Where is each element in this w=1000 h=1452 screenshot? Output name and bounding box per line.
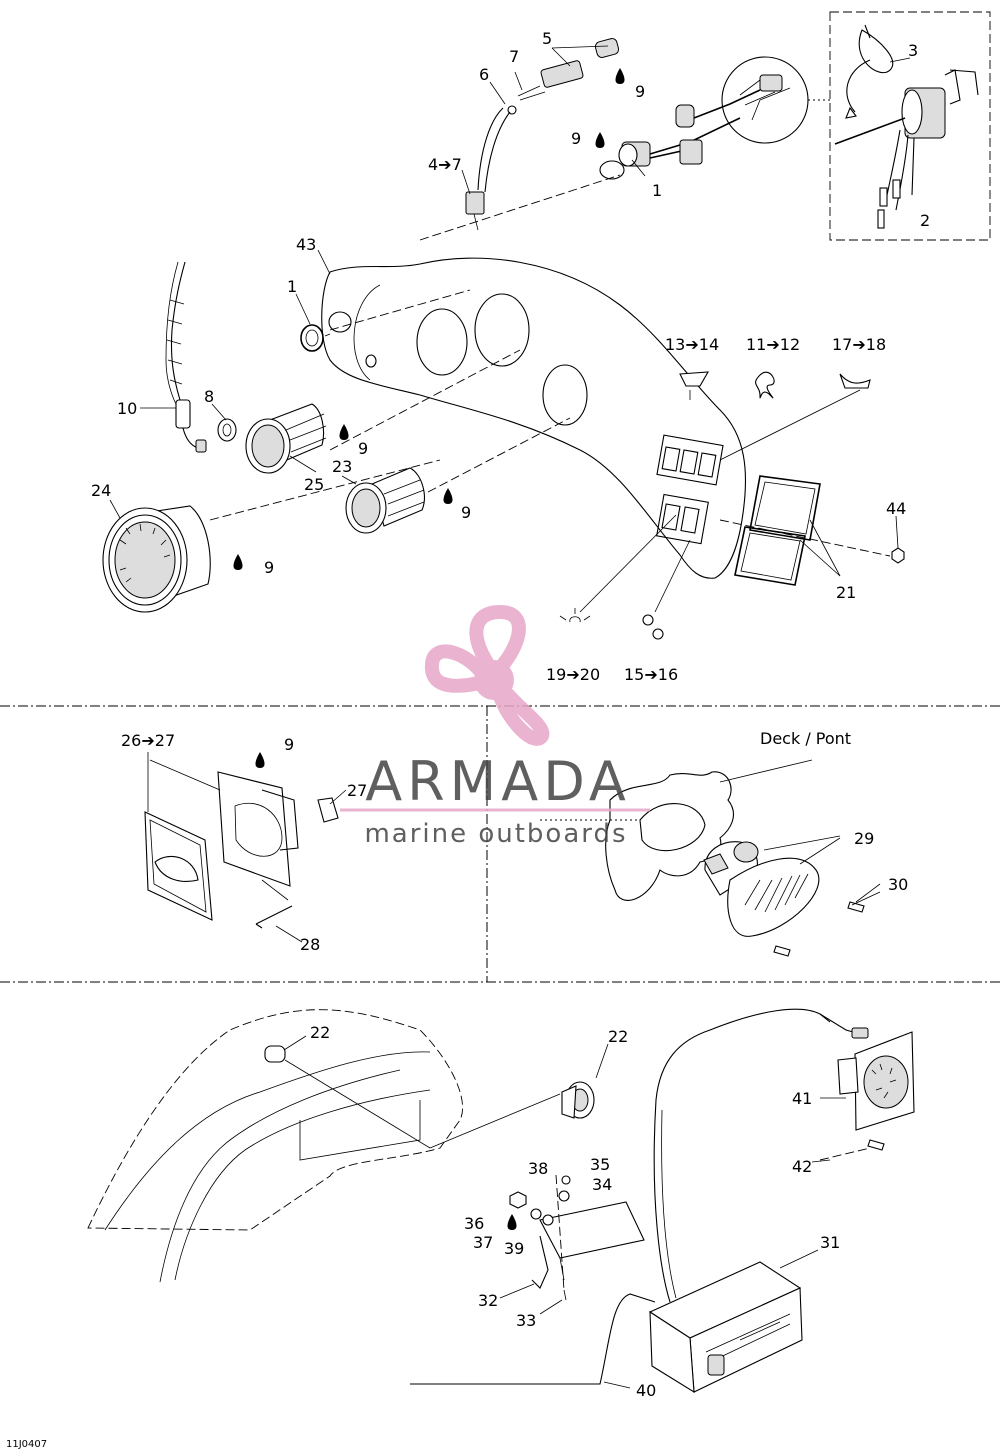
callout-39: 39 [504,1239,524,1258]
callout-41: 41 [792,1089,812,1108]
callout-23: 23 [332,457,352,476]
callout-35: 35 [590,1155,610,1174]
callout-4-7: 4➔7 [428,155,462,174]
callout-9: 9 [571,129,581,148]
callout-19-20: 19➔20 [546,665,600,684]
callout-9: 9 [284,735,294,754]
callout-40: 40 [636,1381,656,1400]
drop-icon [339,424,349,440]
callout-24: 24 [91,481,111,500]
drawing-code: 11J0407 [6,1439,47,1450]
callout-38: 38 [528,1159,548,1178]
drop-icon [443,488,453,504]
callout-6: 6 [479,65,489,84]
callout-2: 2 [920,211,930,230]
callout-3: 3 [908,41,918,60]
callout-5: 5 [542,29,552,48]
armada-watermark: ARMADA marine outboards [340,604,650,849]
callout-42: 42 [792,1157,812,1176]
detail-magnifier [721,56,830,144]
ignition-key-assembly [419,24,979,241]
drop-icon [615,68,625,84]
gauges [102,261,571,613]
lubricant-drop-icons [233,68,625,1230]
callout-31: 31 [820,1233,840,1252]
leader-lines [109,45,911,1389]
horn-deck-assembly [540,759,881,957]
callout-26-27: 26➔27 [121,731,175,750]
callout-9: 9 [358,439,368,458]
watermark-tagline: marine outboards [364,819,627,849]
connector-parts [465,38,620,231]
callout-7: 7 [509,47,519,66]
callout-25: 25 [304,475,324,494]
callout-21: 21 [836,583,856,602]
callout-37: 37 [473,1233,493,1252]
callout-15-16: 15➔16 [624,665,678,684]
callout-11-12: 11➔12 [746,335,800,354]
callout-36: 36 [464,1214,484,1233]
callout-29: 29 [854,829,874,848]
propeller-logo-icon [424,604,550,746]
callout-33: 33 [516,1311,536,1330]
drop-icon [233,554,243,570]
callout-32: 32 [478,1291,498,1310]
callout-43: 43 [296,235,316,254]
watermark-brand: ARMADA [365,750,631,813]
drop-icon [507,1214,517,1230]
callout-17-18: 17➔18 [832,335,886,354]
callout-44: 44 [886,499,906,518]
dashboard-panel [321,257,905,640]
console-radio-assembly [87,1008,915,1394]
callout-10: 10 [117,399,137,418]
callout-9: 9 [264,558,274,577]
callout-30: 30 [888,875,908,894]
callout-13-14: 13➔14 [665,335,719,354]
square-bezel-gauge [144,752,339,929]
deck-label: Deck / Pont [760,729,851,748]
callout-labels: 1 1 2 3 4➔7 5 6 7 8 9 9 9 9 9 9 10 11➔12… [6,29,930,1450]
callout-9: 9 [635,82,645,101]
ignition-switch [599,89,761,180]
drop-icon [595,132,605,148]
inset-key-switch-detail [834,24,979,229]
callout-1: 1 [287,277,297,296]
callout-34: 34 [592,1175,612,1194]
callout-1: 1 [652,181,662,200]
callout-22: 22 [310,1023,330,1042]
callout-9: 9 [461,503,471,522]
callout-27: 27 [347,781,367,800]
callout-22: 22 [608,1027,628,1046]
callout-28: 28 [300,935,320,954]
drop-icon [255,752,265,768]
callout-8: 8 [204,387,214,406]
